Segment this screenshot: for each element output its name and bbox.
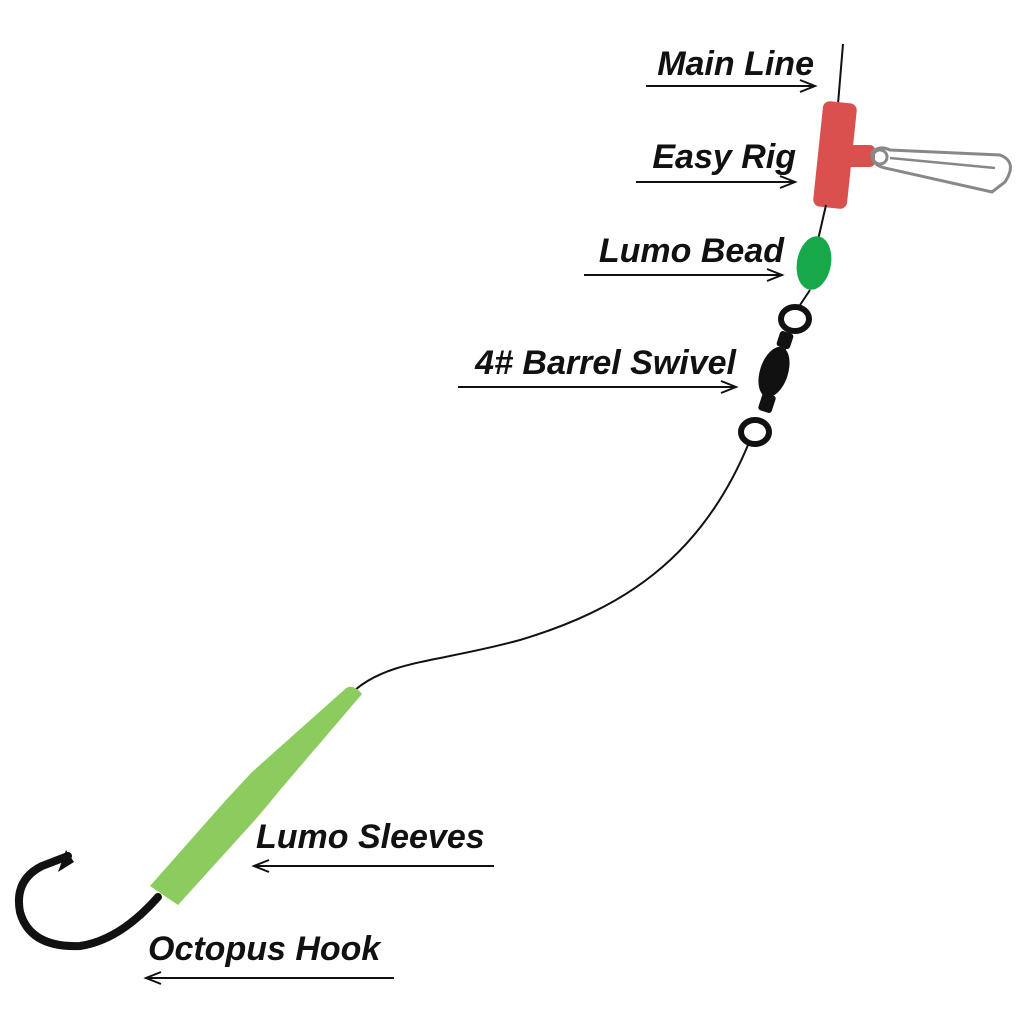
callout-arrow-lumo-bead xyxy=(584,268,785,282)
label-barrel-swivel: 4# Barrel Swivel xyxy=(475,344,736,382)
barrel-swivel xyxy=(738,304,812,447)
main-line-segment xyxy=(837,43,844,105)
callout-arrow-swivel xyxy=(458,380,739,394)
easy-rig-clip xyxy=(813,101,1012,209)
callout-arrow-sleeves xyxy=(251,859,494,873)
snap-clip xyxy=(870,146,1012,194)
callout-arrow-hook xyxy=(143,971,394,985)
lumo-sleeve xyxy=(150,686,362,905)
callout-arrow-main-line xyxy=(646,79,818,93)
label-lumo-sleeves: Lumo Sleeves xyxy=(256,818,485,856)
line-segment-rig-bead xyxy=(817,204,827,241)
label-easy-rig: Easy Rig xyxy=(652,138,796,176)
lumo-bead xyxy=(796,236,832,290)
octopus-hook xyxy=(15,852,162,951)
label-lumo-bead: Lumo Bead xyxy=(598,232,784,270)
line-segment-bead-swivel xyxy=(799,289,811,306)
callout-arrow-easy-rig xyxy=(636,175,798,189)
label-main-line: Main Line xyxy=(657,45,814,83)
callout-lines xyxy=(143,79,818,985)
leader-line xyxy=(354,444,749,691)
label-octopus-hook: Octopus Hook xyxy=(148,930,381,968)
